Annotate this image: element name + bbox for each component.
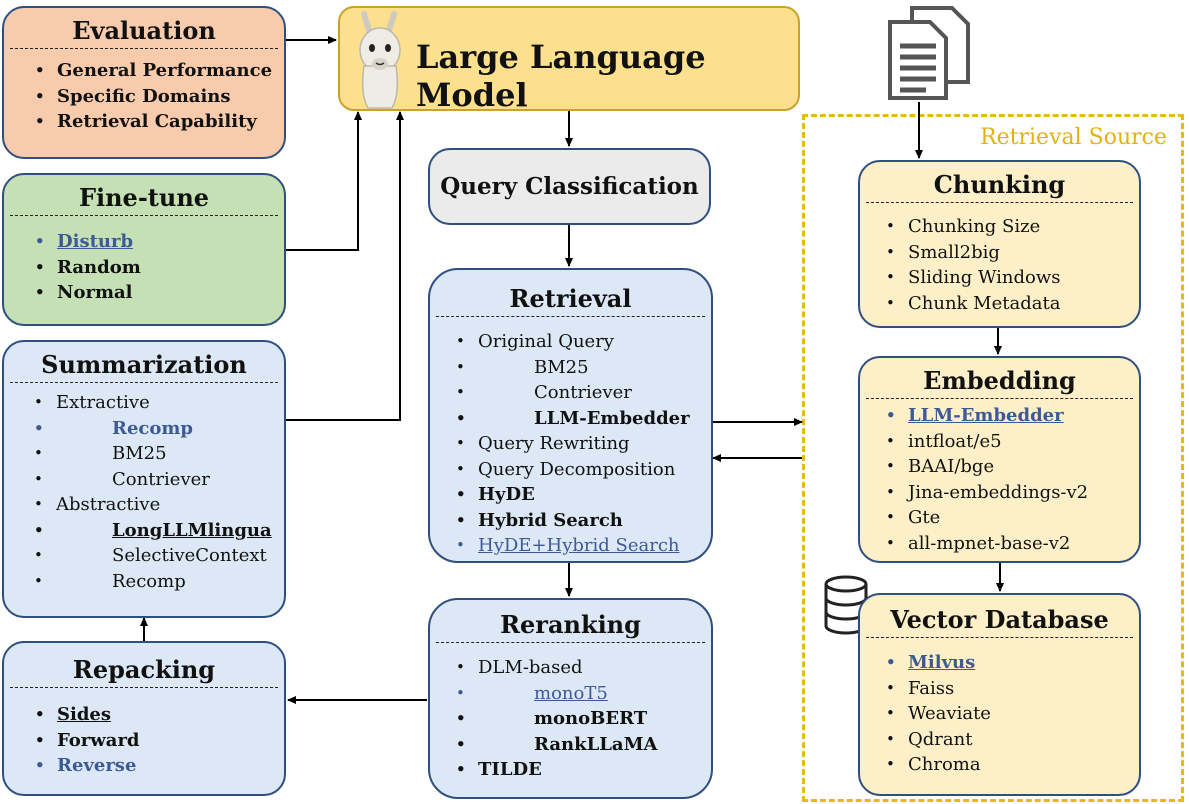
divider: [10, 215, 278, 216]
list-item: intfloat/e5: [886, 429, 1139, 455]
divider: [436, 316, 705, 317]
list-item: HyDE+Hybrid Search: [456, 533, 711, 559]
list-item: TILDE: [456, 757, 711, 783]
list-item: Sliding Windows: [886, 265, 1139, 291]
retrieval-source-region: Retrieval Source: [802, 114, 1184, 802]
vector-database-box: Vector Database Milvus Faiss Weaviate Qd…: [858, 593, 1141, 796]
list-item: Jina-embeddings-v2: [886, 480, 1139, 506]
list-item: Qdrant: [886, 727, 1139, 753]
retrieval-title: Retrieval: [509, 284, 632, 313]
retrieval-source-label: Retrieval Source: [980, 125, 1167, 150]
list-item: Small2big: [886, 240, 1139, 266]
list-item: General Performance: [35, 58, 284, 84]
list-item: monoT5: [456, 681, 711, 707]
list-item: LLM-Embedder: [886, 403, 1139, 429]
list-item: DLM-based: [456, 655, 711, 681]
llm-title: Large Language Model: [416, 38, 706, 114]
list-item: Recomp: [34, 416, 284, 442]
list-item: Specific Domains: [35, 84, 284, 110]
list-item: Contriever: [34, 467, 284, 493]
evaluation-box: Evaluation General Performance Specific …: [2, 6, 286, 159]
vector-database-title: Vector Database: [890, 605, 1109, 634]
list-item: Forward: [35, 728, 284, 754]
llm-box: Large Language Model: [338, 6, 800, 114]
list-item: RankLLaMA: [456, 732, 711, 758]
list-item: Contriever: [456, 380, 711, 406]
list-item: Faiss: [886, 676, 1139, 702]
list-item: Disturb: [35, 229, 284, 255]
arrow-finetune-to-llm: [286, 111, 362, 251]
chunking-title: Chunking: [933, 170, 1066, 199]
list-item: SelectiveContext: [34, 543, 284, 569]
list-item: Reverse: [35, 753, 284, 779]
list-item: Normal: [35, 280, 284, 306]
list-item: Weaviate: [886, 701, 1139, 727]
list-item: monoBERT: [456, 706, 711, 732]
list-item: LongLLMlingua: [34, 518, 284, 544]
reranking-list: DLM-based monoT5 monoBERT RankLLaMA TILD…: [430, 643, 711, 783]
list-item: BM25: [456, 355, 711, 381]
list-item: Chunking Size: [886, 214, 1139, 240]
finetune-title: Fine-tune: [78, 183, 210, 212]
finetune-box: Fine-tune Disturb Random Normal: [2, 173, 286, 326]
list-item: Query Decomposition: [456, 457, 711, 483]
list-item: Retrieval Capability: [35, 109, 284, 135]
divider: [866, 398, 1133, 399]
summarization-list: Extractive Recomp BM25 Contriever Abstra…: [4, 383, 284, 594]
list-item: HyDE: [456, 482, 711, 508]
list-item: LLM-Embedder: [456, 406, 711, 432]
list-item: Recomp: [34, 569, 284, 595]
summarization-title: Summarization: [41, 350, 247, 379]
repacking-box: Repacking Sides Forward Reverse: [2, 641, 286, 796]
list-item: Chroma: [886, 752, 1139, 778]
divider: [866, 202, 1133, 203]
list-item: BM25: [34, 441, 284, 467]
divider: [10, 687, 278, 688]
chunking-list: Chunking Size Small2big Sliding Windows …: [860, 203, 1139, 316]
vector-database-list: Milvus Faiss Weaviate Qdrant Chroma: [860, 638, 1139, 778]
embedding-box: Embedding LLM-Embedder intfloat/e5 BAAI/…: [858, 356, 1141, 563]
list-item: Query Rewriting: [456, 431, 711, 457]
list-item: Milvus: [886, 650, 1139, 676]
repacking-list: Sides Forward Reverse: [4, 688, 284, 779]
list-item: Gte: [886, 505, 1139, 531]
evaluation-list: General Performance Specific Domains Ret…: [4, 49, 284, 135]
repacking-title: Repacking: [72, 655, 216, 684]
divider: [436, 642, 705, 643]
list-item: Hybrid Search: [456, 508, 711, 534]
chunking-box: Chunking Chunking Size Small2big Sliding…: [858, 160, 1141, 328]
arrow-summarization-to-llm: [286, 111, 404, 421]
summarization-box: Summarization Extractive Recomp BM25 Con…: [2, 340, 286, 618]
list-item: Random: [35, 255, 284, 281]
list-item: Sides: [35, 702, 284, 728]
list-item: BAAI/bge: [886, 454, 1139, 480]
reranking-box: Reranking DLM-based monoT5 monoBERT Rank…: [428, 598, 713, 799]
query-classification-box: Query Classification: [428, 148, 711, 225]
divider: [10, 48, 278, 49]
list-item: Chunk Metadata: [886, 291, 1139, 317]
reranking-title: Reranking: [500, 610, 641, 639]
query-classification-title: Query Classification: [440, 173, 699, 200]
evaluation-title: Evaluation: [72, 16, 216, 45]
retrieval-list: Original Query BM25 Contriever LLM-Embed…: [430, 317, 711, 559]
list-item: Extractive: [34, 390, 284, 416]
divider: [866, 637, 1133, 638]
list-item: Original Query: [456, 329, 711, 355]
list-item: all-mpnet-base-v2: [886, 531, 1139, 557]
embedding-title: Embedding: [923, 366, 1076, 395]
llama-icon: [359, 11, 401, 109]
list-item: Abstractive: [34, 492, 284, 518]
retrieval-box: Retrieval Original Query BM25 Contriever…: [428, 268, 713, 563]
divider: [10, 382, 278, 383]
embedding-list: LLM-Embedder intfloat/e5 BAAI/bge Jina-e…: [860, 399, 1139, 556]
finetune-list: Disturb Random Normal: [4, 216, 284, 306]
documents-icon: [888, 6, 970, 100]
